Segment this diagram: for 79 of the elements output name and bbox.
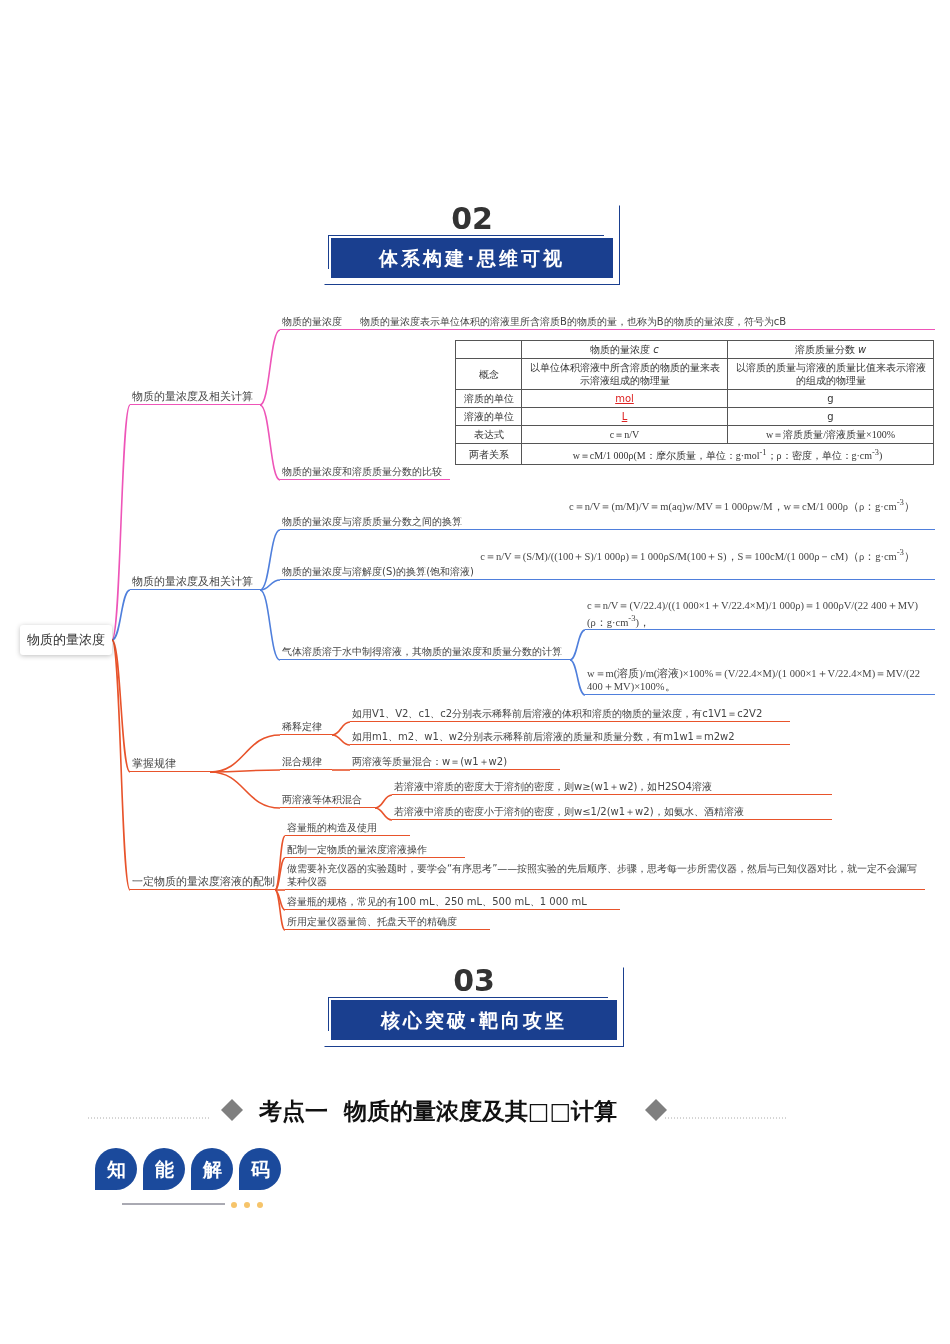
formula-text: c＝n/V＝(V/22.4)/((1 000×1＋V/22.4×M)/1 000ρ)＝1 000ρV/(22 400＋MV)(ρ：g·cm$^{-3}$)， <box>585 598 935 630</box>
table-cell: L <box>521 407 728 426</box>
definition-text: 物质的量浓度表示单位体积的溶液里所含溶质B的物质的量，也称为B的物质的量浓度，符号为cB <box>360 315 787 328</box>
badge: 能 <box>143 1148 185 1190</box>
section-title: 体系构建·思维可视 <box>331 238 613 278</box>
table-cell: 溶液的单位 <box>455 407 522 426</box>
table-cell: c＝n/V <box>521 425 728 444</box>
connector-line <box>374 807 393 821</box>
branch-topic: 两溶液等体积混合 <box>280 792 375 808</box>
branch-topic: 物质的量浓度和溶质质量分数的比较 <box>280 464 450 480</box>
branch-topic: 做需要补充仪器的实验题时，要学会“有序思考”——按照实验的先后顺序、步骤，思考每一步所需仪器，然后与已知仪器对比，就一定不会漏写某种仪器 <box>285 862 925 890</box>
connector-line <box>331 721 351 736</box>
badge: 知 <box>95 1148 137 1190</box>
table-cell: 表达式 <box>455 425 522 444</box>
topic-label: 物质的量浓度与溶质质量分数之间的换算 <box>282 515 462 528</box>
branch-topic: 物质的量浓度及相关计算 <box>130 387 260 405</box>
branch-topic: 配制一定物质的量浓度溶液操作 <box>285 842 465 858</box>
branch-topic: 物质的量浓度及相关计算 <box>130 572 260 590</box>
connector-line <box>274 889 286 911</box>
branch-topic: 掌握规律 <box>130 754 210 772</box>
connector-line <box>111 589 131 641</box>
connector-line <box>274 889 286 891</box>
table-cell: 概念 <box>455 358 522 390</box>
branch-topic: 如用m1、m2、w1、w2分别表示稀释前后溶液的质量和质量分数，有m1w1＝m2w2 <box>350 729 790 745</box>
connector-line <box>259 579 281 591</box>
connector-line <box>274 889 286 931</box>
badge: 解 <box>191 1148 233 1190</box>
table-cell: g <box>727 407 934 426</box>
branch-topic: 混合规律 <box>280 754 332 770</box>
branch-topic: 气体溶质溶于水中制得溶液，其物质的量浓度和质量分数的计算 <box>280 644 570 660</box>
table-cell: 以单位体积溶液中所含溶质的物质的量来表示溶液组成的物理量 <box>521 358 728 390</box>
topic-label: 物质的量浓度与溶解度(S)的换算(饱和溶液) <box>282 565 474 578</box>
connector-line <box>274 857 286 891</box>
connector-line <box>259 529 281 591</box>
branch-topic: 如用V1、V2、c1、c2分别表示稀释前后溶液的体积和溶质的物质的量浓度，有c1V1＝c2V2 <box>350 706 790 722</box>
topic-label: 物质的量浓度 <box>282 315 342 328</box>
connector-line <box>111 404 131 641</box>
connector-line <box>259 329 281 406</box>
branch-topic: 若溶液中溶质的密度小于溶剂的密度，则w≤1/2(w1＋w2)，如氨水、酒精溶液 <box>392 804 832 820</box>
branch-topic: 稀释定律 <box>280 719 332 735</box>
section-number: 03 <box>453 964 495 998</box>
table-cell: 以溶质的质量与溶液的质量比值来表示溶液的组成的物理量 <box>727 358 934 390</box>
connector-line <box>111 639 131 891</box>
connector-line <box>111 639 131 773</box>
branch-topic <box>280 546 935 580</box>
branch-topic: 容量瓶的规格，常见的有100 mL、250 mL、500 mL、1 000 mL <box>285 894 620 910</box>
connector-line <box>374 794 393 809</box>
table-cell: 物质的量浓度 c <box>521 340 728 359</box>
table-cell: g <box>727 389 934 408</box>
formula-text: c＝n/V＝(S/M)/((100＋S)/1 000ρ)＝1 000ρS/M(100＋S)，S＝100cM/(1 000ρ－cM)（ρ：g·cm$^{-3}$） <box>480 546 915 563</box>
section-number: 02 <box>451 202 493 236</box>
section-banner <box>324 205 620 285</box>
section-title: 核心突破·靶向攻坚 <box>331 1000 617 1040</box>
branch-topic: 若溶液中溶质的密度大于溶剂的密度，则w≥(w1＋w2)，如H2SO4溶液 <box>392 779 832 795</box>
table-cell: w＝cM/1 000ρ(M：摩尔质量，单位：g·mol$^{-1}$；ρ：密度，单位：g·cm$^{-3}$) <box>521 443 934 465</box>
formula-text: w＝m(溶质)/m(溶液)×100%＝(V/22.4×M)/(1 000×1＋V/22.4×M)＝MV/(22 400＋MV)×100%。 <box>585 667 935 695</box>
table-cell: 溶质质量分数 w <box>727 340 934 359</box>
table-cell: 两者关系 <box>455 443 522 465</box>
table-cell: 溶质的单位 <box>455 389 522 408</box>
connector-line <box>209 771 281 809</box>
section-banner <box>324 967 624 1047</box>
branch-topic: 所用定量仪器量筒、托盘天平的精确度 <box>285 914 490 930</box>
badge: 码 <box>239 1148 281 1190</box>
table-cell: w＝溶质质量/溶液质量×100% <box>727 425 934 444</box>
connector-line <box>259 589 281 661</box>
connector-line <box>569 629 586 661</box>
connector-line <box>569 659 586 696</box>
branch-topic <box>280 496 935 530</box>
branch-topic: 一定物质的量浓度溶液的配制 <box>130 872 275 890</box>
branch-topic: 两溶液等质量混合：w＝(w1＋w2) <box>350 754 560 770</box>
connector-line <box>331 769 351 771</box>
connector-line <box>331 734 351 746</box>
branch-topic: 容量瓶的构造及使用 <box>285 820 410 836</box>
branch-topic <box>280 314 935 330</box>
formula-text: c＝n/V＝(m/M)/V＝m(aq)w/MV＝1 000ρw/M，w＝cM/1 000ρ（ρ：g·cm$^{-3}$） <box>569 496 915 513</box>
section-heading: 考点一 物质的量浓度及其□□计算 <box>257 1097 619 1126</box>
table-cell: mol <box>521 389 728 408</box>
central-topic: 物质的量浓度 <box>20 625 112 655</box>
connector-line <box>259 404 281 481</box>
